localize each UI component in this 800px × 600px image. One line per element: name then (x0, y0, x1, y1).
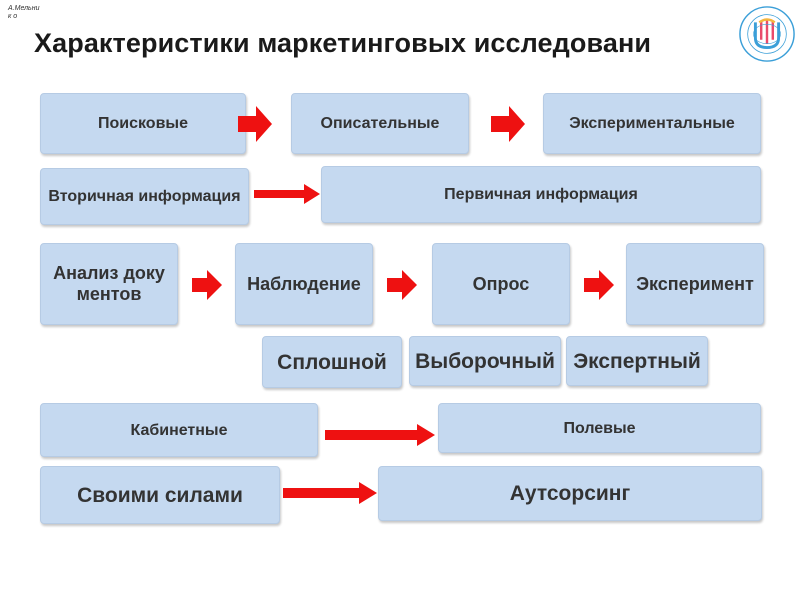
method-survey-box: Опрос (432, 243, 570, 325)
primary-info-box: Первичная информация (321, 166, 761, 223)
arrow-right-icon (283, 482, 377, 504)
arrow-right-icon (238, 106, 272, 142)
desk-research-box: Кабинетные (40, 403, 318, 457)
type-experimental-box: Экспериментальные (543, 93, 761, 154)
author-caption: А.Мельник о (8, 5, 40, 20)
method-experiment-box: Эксперимент (626, 243, 764, 325)
arrow-right-icon (491, 106, 525, 142)
arrow-right-icon (325, 424, 435, 446)
method-document-analysis-box: Анализ документов (40, 243, 178, 325)
arrow-right-icon (192, 270, 222, 300)
type-descriptive-box: Описательные (291, 93, 469, 154)
survey-continuous-box: Сплошной (262, 336, 402, 388)
survey-sample-box: Выборочный (409, 336, 561, 386)
slide-title: Характеристики маркетинговых исследовани (34, 28, 652, 58)
secondary-info-box: Вторичная информация (40, 168, 249, 225)
outsourcing-box: Аутсорсинг (378, 466, 762, 521)
field-research-box: Полевые (438, 403, 761, 453)
university-emblem-icon (739, 6, 795, 62)
type-exploratory-box: Поисковые (40, 93, 246, 154)
in-house-box: Своими силами (40, 466, 280, 524)
arrow-right-icon (387, 270, 417, 300)
survey-expert-box: Экспертный (566, 336, 708, 386)
arrow-right-icon (254, 184, 320, 204)
arrow-right-icon (584, 270, 614, 300)
method-observation-box: Наблюдение (235, 243, 373, 325)
